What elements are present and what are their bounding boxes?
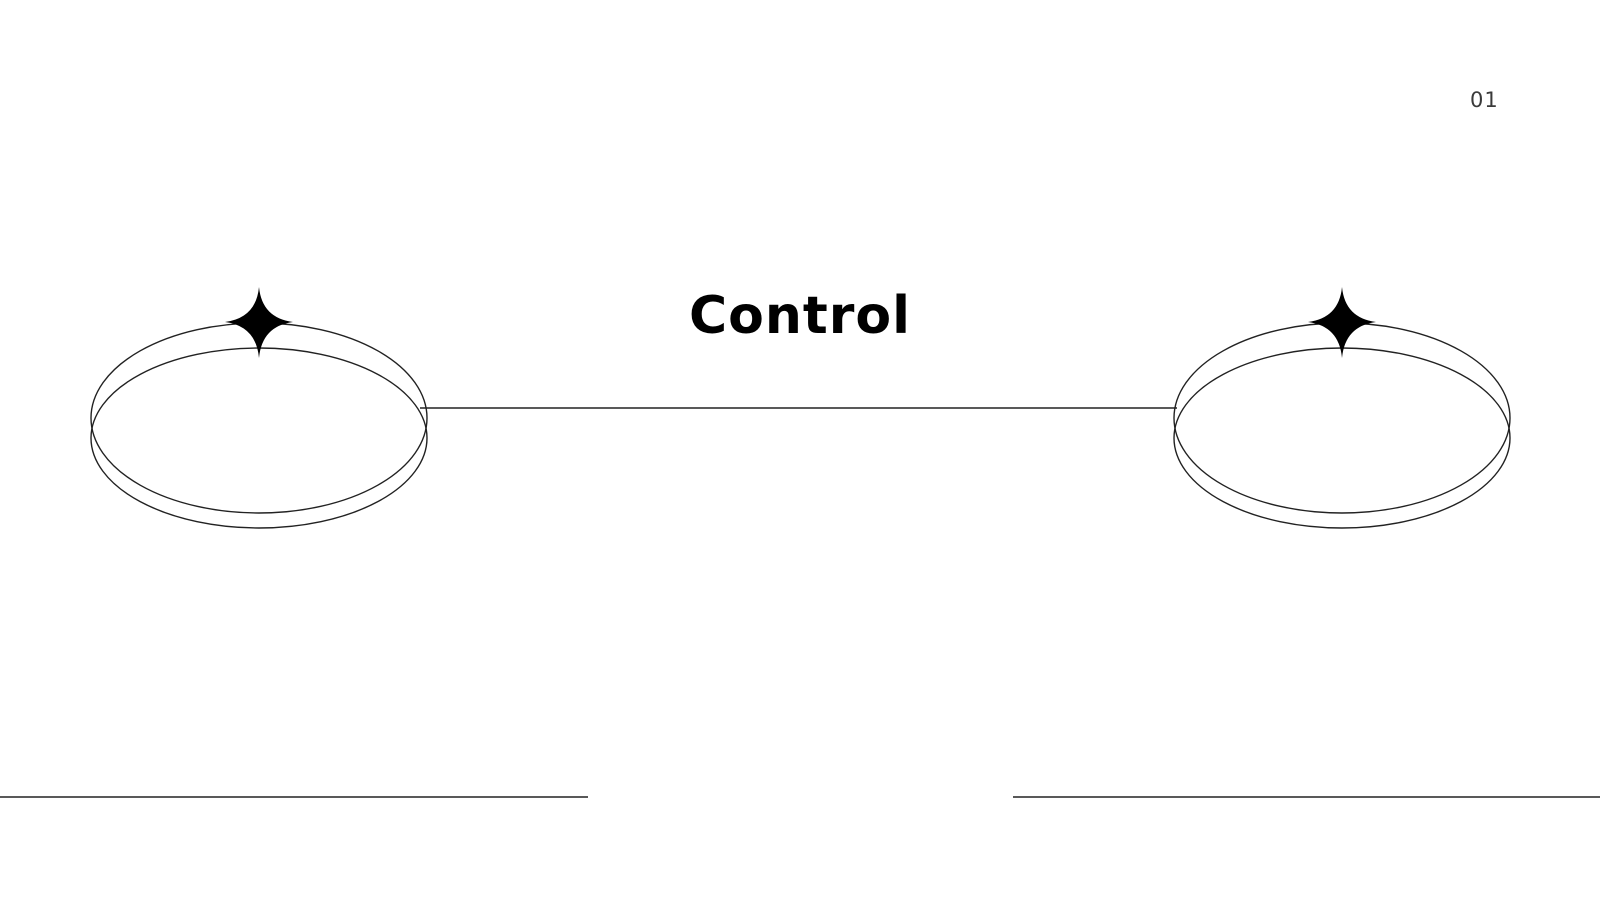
- slide-number: 01: [1470, 88, 1499, 112]
- slide-title: Control: [689, 286, 911, 346]
- right-ring-icon: [1173, 287, 1511, 529]
- right-sparkle-icon: [1308, 287, 1376, 358]
- left-sparkle-icon: [225, 287, 293, 358]
- left-ring-icon: [90, 287, 428, 529]
